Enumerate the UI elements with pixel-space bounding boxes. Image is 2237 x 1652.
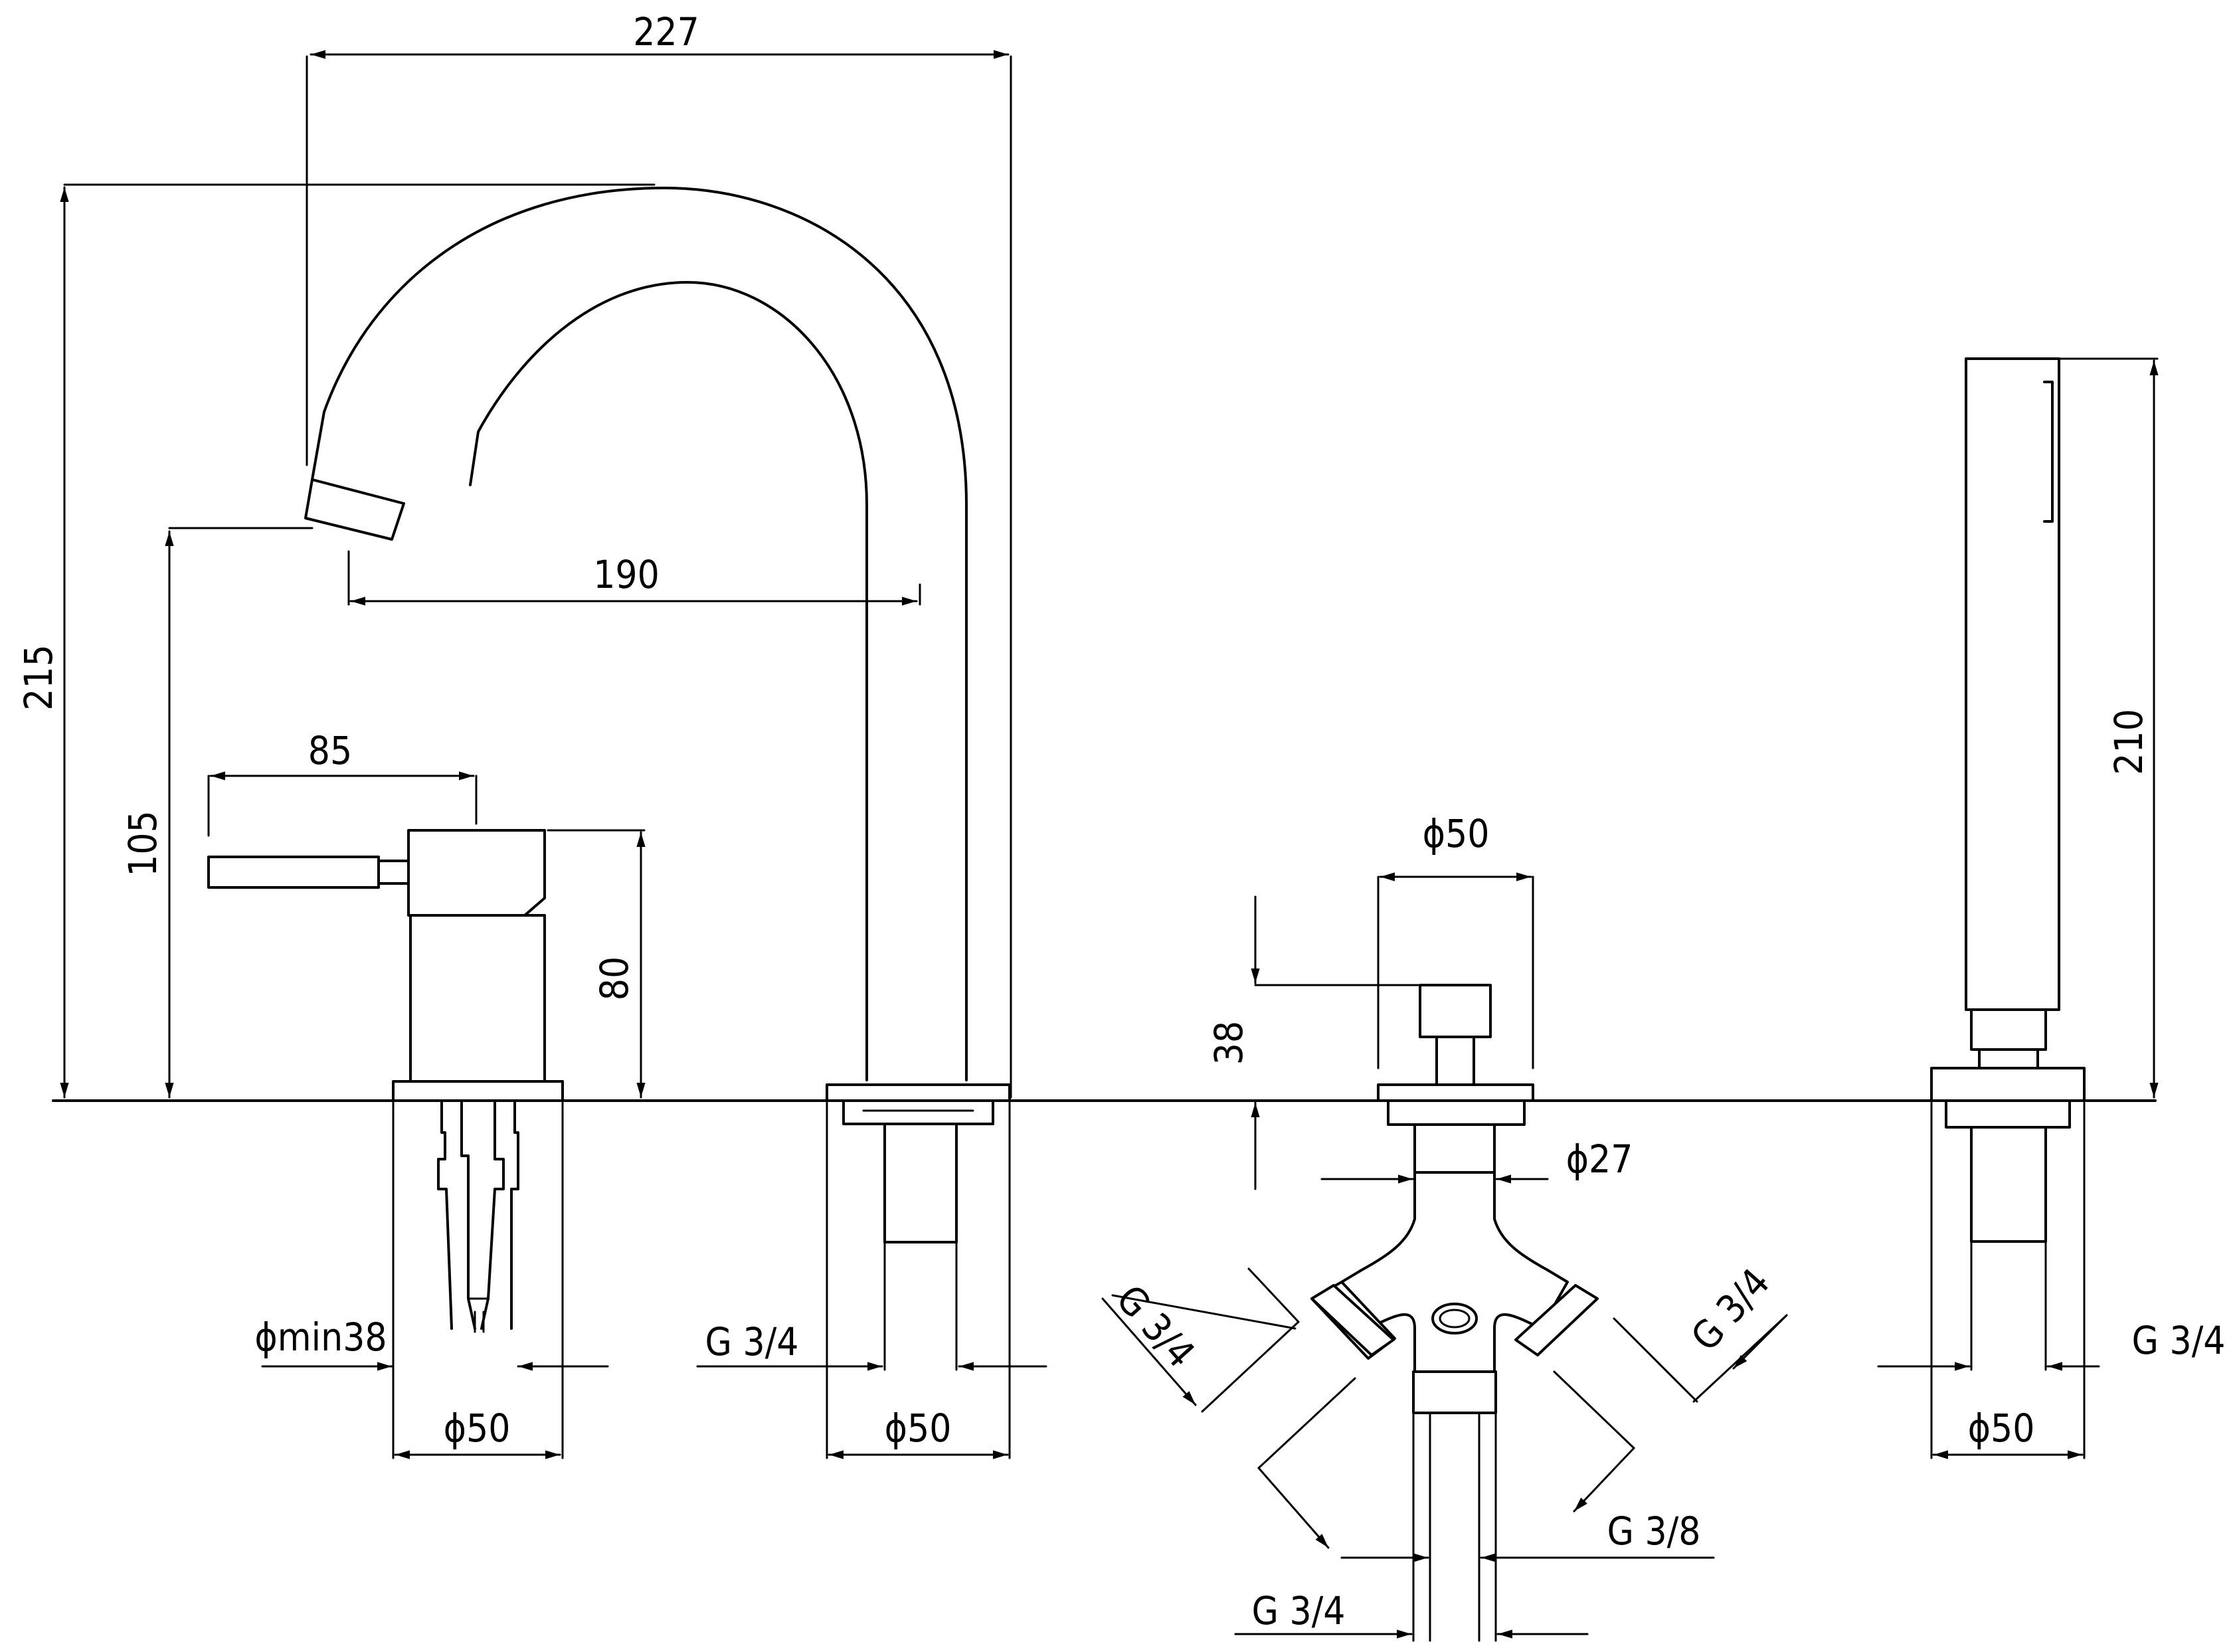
dim-227: 227 xyxy=(633,9,699,54)
dim-215: 215 xyxy=(16,644,61,711)
dimensions xyxy=(60,50,2159,1642)
dim-80: 80 xyxy=(592,957,637,1000)
dim-spout-phi50: ϕ50 xyxy=(885,1406,952,1451)
dim-210: 210 xyxy=(2106,709,2151,775)
dim-min38: ϕmin38 xyxy=(254,1315,387,1360)
dim-spout-g34: G 3/4 xyxy=(705,1319,799,1364)
mixer xyxy=(207,829,564,1333)
dim-85: 85 xyxy=(308,728,352,773)
dim-diverter-left-g34: G 3/4 xyxy=(1107,1276,1204,1376)
dim-g38: G 3/8 xyxy=(1607,1509,1701,1554)
dim-phi27: ϕ27 xyxy=(1566,1137,1633,1182)
dim-190: 190 xyxy=(593,552,660,597)
dim-105: 105 xyxy=(120,810,165,877)
dim-mixer-phi50: ϕ50 xyxy=(444,1406,511,1451)
dim-bottom-g34: G 3/4 xyxy=(1252,1588,1346,1633)
diverter xyxy=(1310,984,1599,1414)
hand-shower xyxy=(1930,357,2086,1243)
dim-38: 38 xyxy=(1206,1021,1251,1065)
dim-shower-phi50: ϕ50 xyxy=(1968,1406,2035,1451)
spout xyxy=(304,187,1011,1243)
dim-diverter-right-g34: G 3/4 xyxy=(1682,1259,1779,1359)
dim-diverter-phi50: ϕ50 xyxy=(1423,811,1490,856)
dim-shower-g34: G 3/4 xyxy=(2132,1318,2226,1363)
